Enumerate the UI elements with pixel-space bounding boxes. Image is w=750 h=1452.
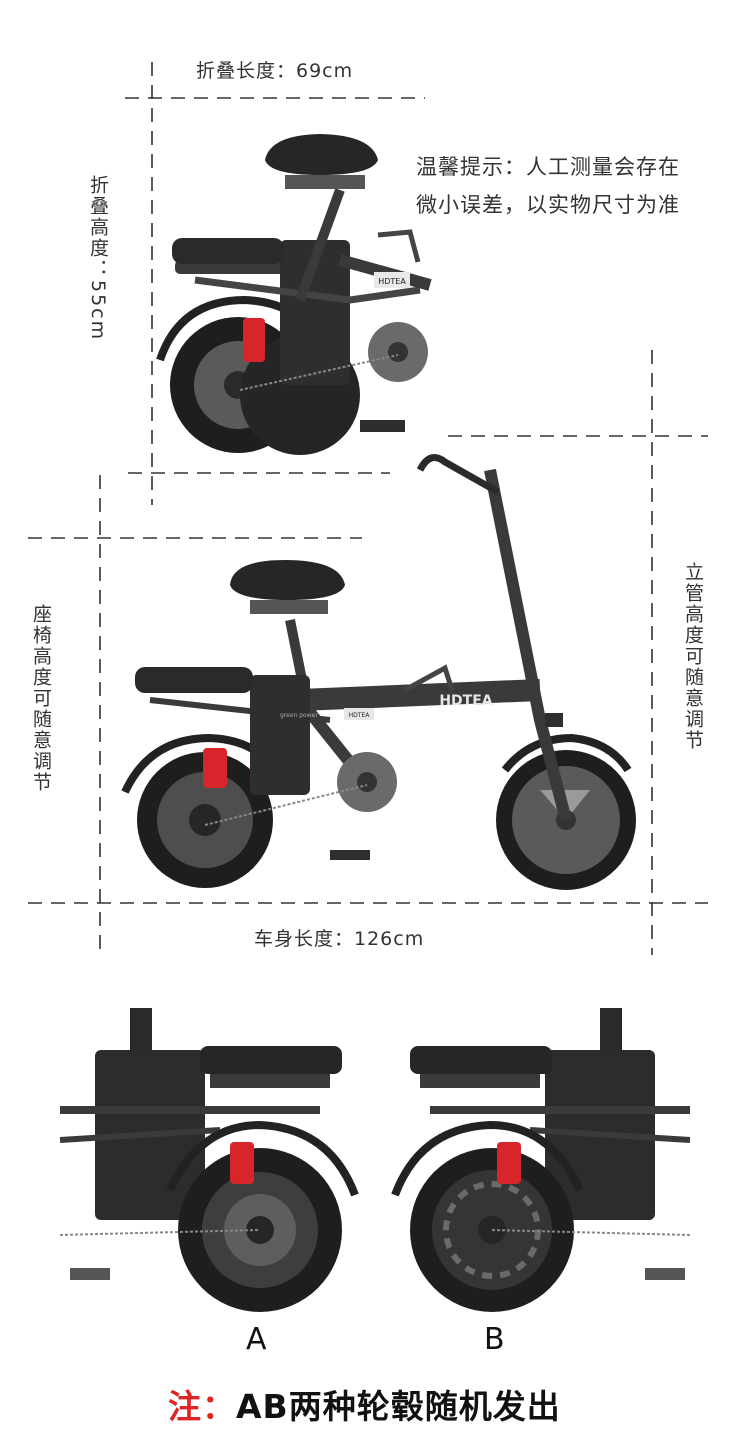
hub-note: 注：AB两种轮毂随机发出	[168, 1380, 561, 1428]
variant-a-image	[0, 1000, 359, 1312]
main-frame-logo: HDTEA	[439, 693, 492, 709]
body-length-label: 车身长度：126cm	[254, 928, 425, 950]
measurement-tip: 温馨提示：人工测量会存在 微小误差，以实物尺寸为准	[416, 148, 680, 224]
stem-height-label: 立管高度可随意调节	[682, 562, 704, 751]
variant-a-label: A	[246, 1322, 267, 1357]
variant-b-image	[391, 1000, 750, 1312]
folded-frame-logo: HDTEA	[378, 277, 406, 286]
variant-b-label: B	[484, 1322, 505, 1357]
folded-height-label: 折叠高度：55cm	[87, 175, 109, 342]
main-decal: green power	[280, 712, 318, 719]
main-small-logo: HDTEA	[349, 712, 371, 719]
tip-line-1: 温馨提示：人工测量会存在	[416, 155, 680, 179]
seat-height-label: 座椅高度可随意调节	[30, 604, 52, 793]
tip-line-2: 微小误差，以实物尺寸为准	[416, 193, 680, 217]
note-prefix: 注：	[168, 1387, 236, 1426]
folded-length-label: 折叠长度：69cm	[196, 60, 354, 82]
note-text: AB两种轮毂随机发出	[236, 1387, 561, 1426]
